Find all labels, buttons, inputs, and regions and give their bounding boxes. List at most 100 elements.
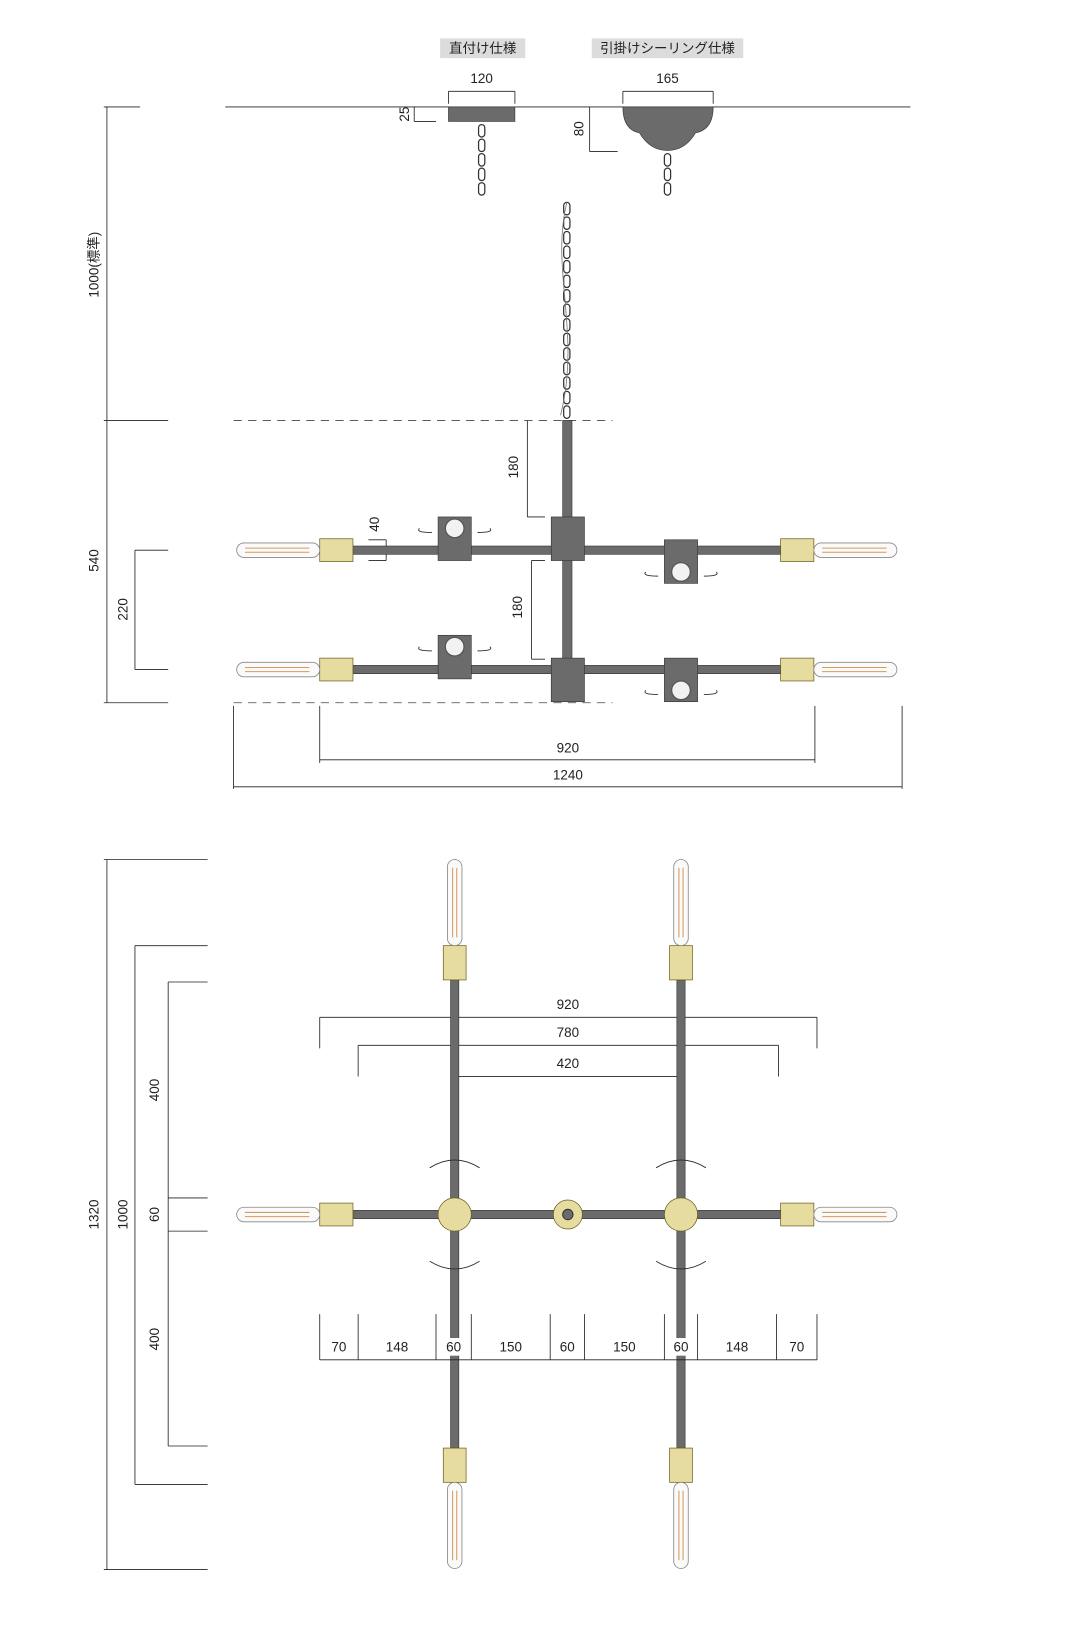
swivel-joint (664, 657, 698, 703)
chain-link (477, 138, 486, 153)
inner-width-dim: 920 (557, 741, 580, 756)
socket (442, 1447, 467, 1483)
inner-depth-dim: 1000 (116, 1200, 131, 1230)
tier-gap-dim: 220 (116, 598, 131, 620)
segment-dim: 70 (789, 1340, 804, 1355)
segment-dim: 60 (446, 1340, 461, 1355)
plan-width-420: 420 (557, 1056, 580, 1071)
bulb (236, 542, 321, 558)
rotate-arrow-icon (644, 689, 718, 695)
segment-dim: 60 (673, 1340, 688, 1355)
direct-height-dim: 25 (397, 107, 412, 122)
chain-link (477, 123, 486, 138)
plan-width-920: 920 (557, 997, 580, 1012)
chain-link (563, 288, 571, 303)
downlight-bulb (671, 561, 691, 582)
socket (319, 538, 354, 562)
bulb (447, 1481, 463, 1569)
segment-dim: 148 (726, 1340, 749, 1355)
ceiling-height-dim: 80 (571, 121, 586, 136)
overall-width-dim: 1240 (553, 768, 583, 783)
body-height-dim: 540 (87, 549, 102, 571)
plan-dimension-lines (103, 859, 818, 1570)
socket-offset-dim: 40 (367, 517, 382, 532)
chain-link (563, 230, 571, 245)
plan-width-780: 780 (557, 1025, 580, 1040)
segment-dim: 70 (331, 1340, 346, 1355)
socket (780, 657, 815, 682)
bulb (673, 859, 689, 947)
chain-link (563, 303, 571, 318)
chain-link (477, 182, 486, 196)
left-pivot-hub (437, 1197, 472, 1232)
segment-dim-bg (500, 1338, 522, 1356)
upper-rod-dim: 180 (506, 456, 521, 478)
socket (780, 538, 815, 562)
downlight-bulb (444, 636, 465, 657)
arm-a-dim: 400 (147, 1079, 162, 1101)
bulb (813, 661, 898, 678)
downlight-bulb (444, 518, 465, 539)
downlight-bulb (671, 680, 691, 701)
direct-mount-canopy (448, 106, 516, 122)
socket (780, 1202, 815, 1227)
segment-dim-bg (556, 1338, 578, 1356)
power-cord (560, 202, 569, 416)
overall-depth-dim: 1320 (87, 1200, 102, 1230)
segment-dim-bg (614, 1338, 635, 1356)
rotate-arrow-icon (655, 1159, 707, 1169)
ceiling-mount-label: 引掛けシーリング仕様 (600, 41, 735, 56)
chain-link (663, 167, 672, 182)
chain-link (477, 167, 486, 182)
rotate-arrow-icon (644, 571, 718, 577)
upper-hub (550, 516, 585, 561)
chain-link (663, 182, 672, 196)
lower-hub (550, 657, 585, 703)
bulb (236, 661, 321, 678)
right-pivot-hub (664, 1197, 698, 1232)
chain-link (563, 216, 571, 231)
direct-mount-label-bg (440, 38, 526, 59)
chain-link (563, 390, 571, 405)
chain-link (563, 259, 571, 274)
socket (669, 945, 693, 981)
bulb (813, 542, 898, 558)
bulb (673, 1481, 689, 1569)
segment-dimension-lines (319, 1314, 818, 1361)
segment-dim-bg (726, 1338, 748, 1356)
direct-mount-label: 直付け仕様 (449, 41, 517, 56)
ceiling-width-dim: 165 (656, 71, 679, 86)
hub-dim: 60 (147, 1207, 162, 1222)
segment-dim: 148 (386, 1340, 409, 1355)
chain-link (563, 245, 571, 260)
ceiling-mount-label-bg (591, 38, 744, 59)
chain-link (477, 153, 486, 167)
segment-dim-bg (328, 1338, 350, 1356)
segment-dim-bg (386, 1338, 408, 1356)
direct-width-dim: 120 (470, 71, 493, 86)
ceiling-rosette-canopy (622, 106, 714, 151)
bulb (236, 1206, 321, 1223)
rotate-arrow-icon (418, 528, 492, 533)
segment-dim-bg (670, 1338, 692, 1356)
rotate-arrow-icon (418, 646, 492, 652)
total-height-dim: 1000(標準) (87, 232, 102, 298)
mount-dimension-lines (225, 90, 911, 152)
segment-dim-bg (786, 1338, 808, 1356)
socket (669, 1447, 693, 1483)
chain-link (563, 332, 571, 347)
segment-dim-bg (443, 1338, 465, 1356)
center-hub-bolt (562, 1208, 574, 1221)
chain-link (563, 274, 571, 289)
rotate-arrow-icon (429, 1260, 480, 1270)
side-height-dimension-lines (103, 106, 903, 789)
segment-dim: 60 (560, 1340, 575, 1355)
rotate-arrow-icon (655, 1260, 707, 1270)
socket (442, 945, 467, 981)
segment-dim: 150 (613, 1340, 636, 1355)
chain-link (663, 153, 672, 167)
socket (319, 1202, 354, 1227)
rotate-arrow-icon (429, 1159, 480, 1169)
segment-dim: 150 (499, 1340, 522, 1355)
